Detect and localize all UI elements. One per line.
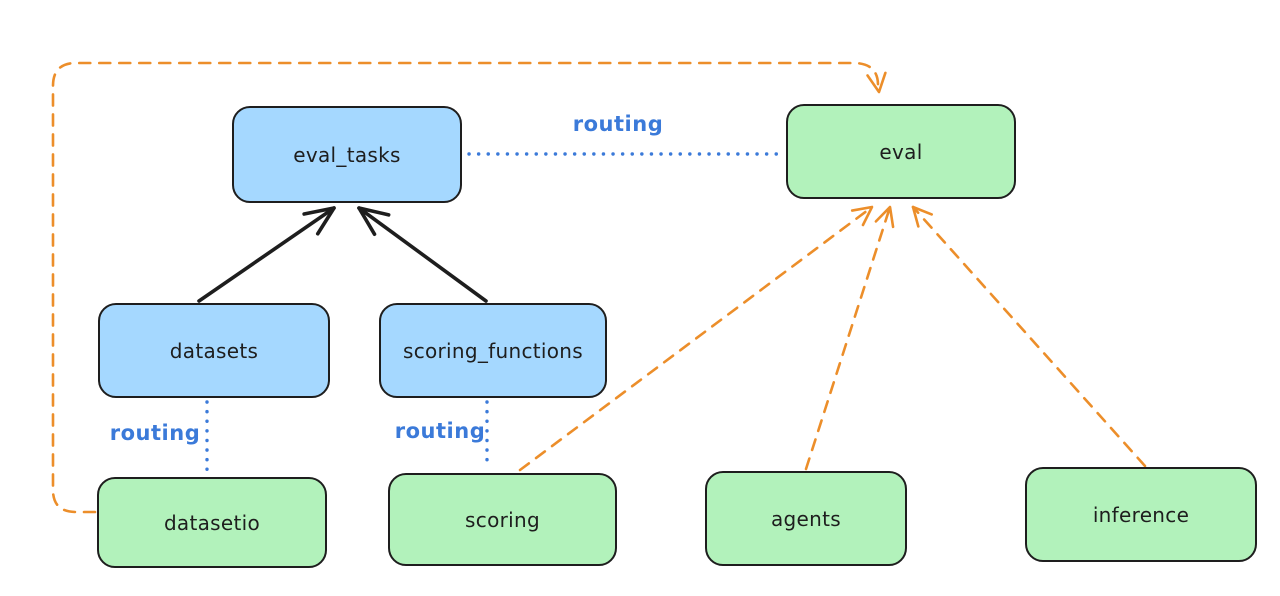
node-eval: eval — [786, 104, 1016, 199]
node-datasets-label: datasets — [169, 338, 259, 363]
edge-scoring-functions-to-eval-tasks — [357, 206, 488, 303]
node-agents: agents — [705, 471, 907, 566]
node-inference: inference — [1025, 467, 1257, 562]
node-eval-tasks-label: eval_tasks — [293, 142, 401, 167]
node-eval-tasks: eval_tasks — [232, 106, 462, 203]
edge-datasets-to-eval-tasks — [197, 206, 336, 303]
node-scoring: scoring — [388, 473, 617, 566]
node-datasetio-label: datasetio — [163, 510, 261, 535]
node-scoring-functions: scoring_functions — [379, 303, 607, 398]
node-agents-label: agents — [771, 506, 841, 531]
node-eval-label: eval — [879, 139, 923, 164]
routing-label-eval-tasks-eval: routing — [572, 112, 664, 136]
node-inference-label: inference — [1092, 502, 1190, 527]
node-scoring-functions-label: scoring_functions — [402, 338, 584, 363]
routing-label-datasets-datasetio: routing — [109, 421, 201, 445]
edge-agents-to-eval — [804, 205, 895, 471]
edge-inference-to-eval — [911, 205, 1147, 468]
routing-label-scoring-functions-scoring: routing — [394, 419, 486, 443]
node-datasets: datasets — [98, 303, 330, 398]
node-scoring-label: scoring — [465, 507, 540, 532]
edge-scoring-to-eval — [518, 205, 874, 472]
node-datasetio: datasetio — [97, 477, 327, 568]
